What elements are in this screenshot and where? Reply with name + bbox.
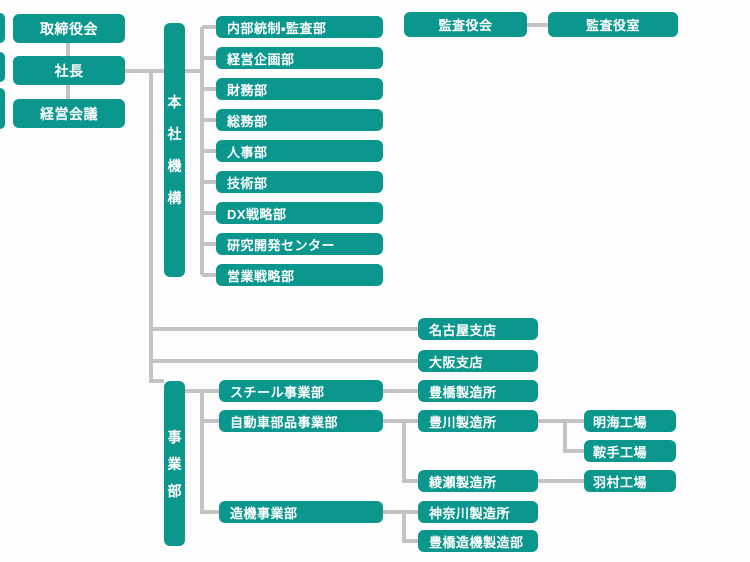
connector-line [538,419,584,423]
node-akemi-factory: 明海工場 [584,410,676,432]
node-toyohashi-machinery-dept: 豊橋造機製造部 [418,530,538,552]
connector-line [185,69,204,73]
connector-line [200,389,204,514]
node-ayase-plant: 綾瀬製造所 [418,470,538,492]
connector-line [538,479,584,483]
connector-line [202,419,219,423]
connector-line [202,180,216,184]
connector-line [149,359,418,363]
node-osaka-branch: 大阪支店 [418,350,538,372]
node-auto-parts-division: 自動車部品事業部 [219,410,383,432]
connector-line [202,510,219,514]
clipped-box-fragment [0,52,5,82]
node-department: 経営企画部 [216,47,383,69]
node-toyokawa-plant: 豊川製造所 [418,410,538,432]
node-nagoya-branch: 名古屋支店 [418,318,538,340]
connector-line [202,87,216,91]
node-department: 財務部 [216,78,383,100]
node-kurate-factory: 鞍手工場 [584,440,676,462]
connector-line [202,211,216,215]
connector-line [202,149,216,153]
connector-line [402,539,418,543]
connector-line [383,419,418,423]
connector-line [149,379,164,383]
node-department: DX戦略部 [216,202,383,224]
node-department: 内部統制・監査部 [216,16,383,38]
node-president: 社長 [13,56,125,85]
bar-head-office: 本社機構 [164,23,185,277]
connector-line [149,69,153,383]
node-audit-office: 監査役室 [548,12,678,37]
connector-line [527,23,548,27]
clipped-box-fragment [0,13,5,43]
node-audit-board: 監査役会 [404,12,527,37]
node-hamura-factory: 羽村工場 [584,470,676,492]
connector-line [563,419,567,453]
connector-line [563,449,584,453]
node-department: 営業戦略部 [216,264,383,286]
connector-line [202,25,216,29]
connector-line [383,389,418,393]
node-toyohashi-plant: 豊橋製造所 [418,380,538,402]
node-department: 技術部 [216,171,383,193]
connector-line [149,327,418,331]
connector-line [66,85,70,99]
node-department: 人事部 [216,140,383,162]
node-board-of-directors: 取締役会 [13,14,125,43]
connector-line [402,479,418,483]
node-steel-division: スチール事業部 [219,380,383,402]
connector-line [125,69,164,73]
connector-line [66,43,70,56]
bar-business-division: 事業部 [164,381,185,546]
node-kanagawa-plant: 神奈川製造所 [418,501,538,523]
node-department: 総務部 [216,109,383,131]
node-management-meeting: 経営会議 [13,99,125,128]
connector-line [402,419,406,483]
node-machinery-division: 造機事業部 [219,501,383,523]
connector-line [202,273,216,277]
connector-line [383,510,418,514]
connector-line [402,510,406,543]
connector-line [202,56,216,60]
clipped-box-fragment [0,88,5,129]
connector-line [202,242,216,246]
connector-line [202,118,216,122]
node-department: 研究開発センター [216,233,383,255]
